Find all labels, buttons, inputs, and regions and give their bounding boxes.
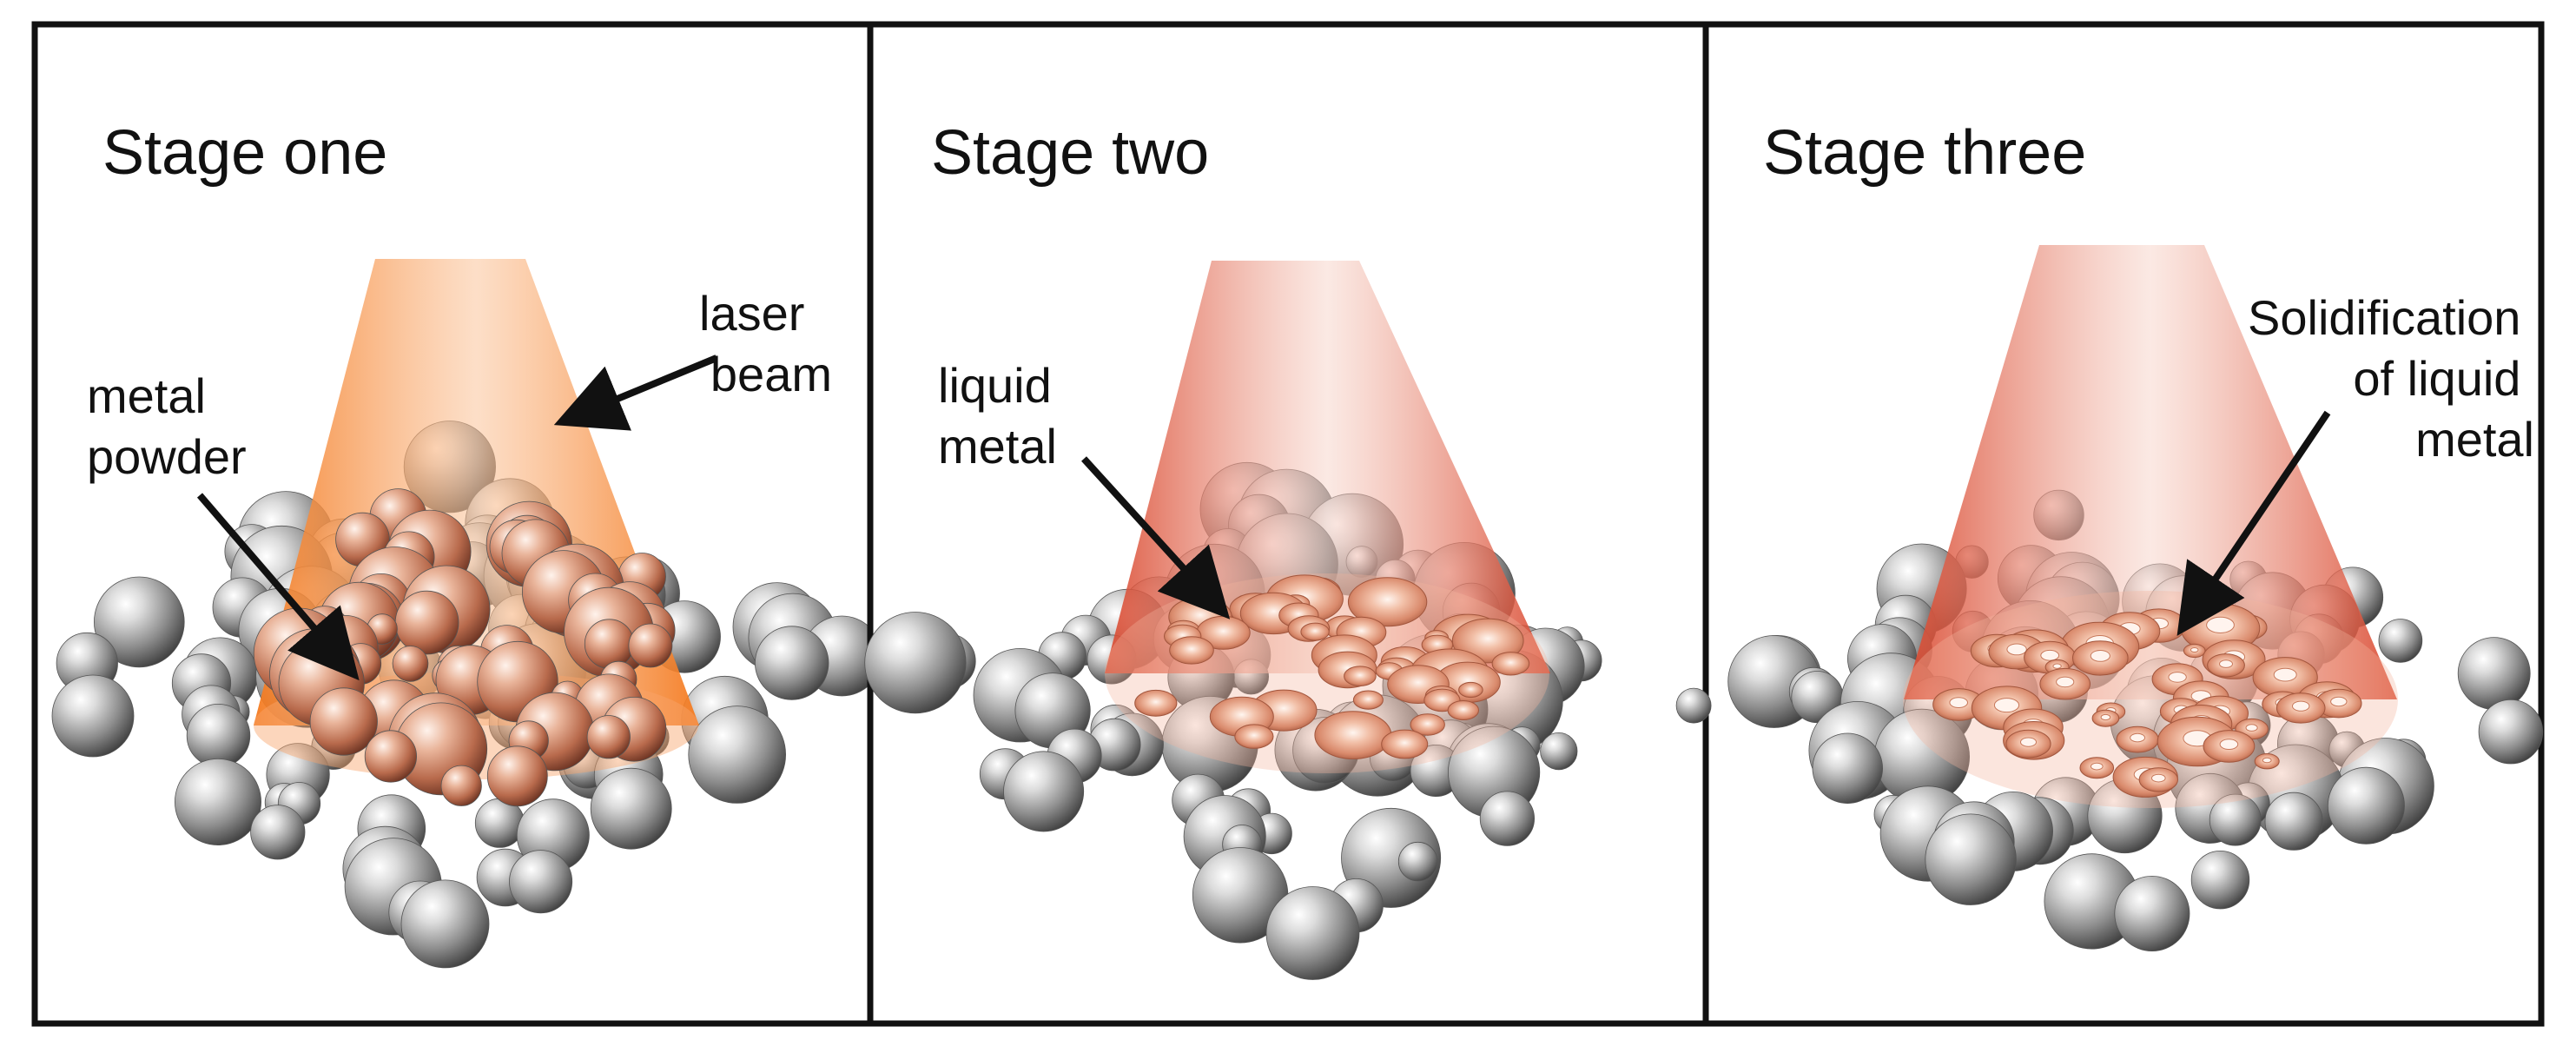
arrow-liquid-metal [1081, 456, 1231, 619]
solid-droplet-highlight [1993, 698, 2020, 713]
annotation-solidification: Solidification of liquid metal [2248, 290, 2534, 467]
metal-particle [94, 576, 185, 668]
solid-droplet-highlight [2151, 773, 2166, 783]
powder-particle [392, 646, 429, 682]
metal-particle [1479, 791, 1536, 846]
annotation-liquid-metal: liquid metal [938, 358, 1065, 474]
solid-droplet-highlight [2020, 737, 2037, 747]
solid-droplet-highlight [2245, 724, 2258, 732]
panel-title: Stage one [102, 118, 387, 188]
metal-droplet [1410, 713, 1445, 736]
metal-droplet [1352, 690, 1384, 710]
solid-droplet-highlight [2056, 676, 2075, 688]
annotation-metal-powder: metal powder [87, 368, 247, 484]
metal-droplet [1169, 636, 1214, 665]
solid-droplet-highlight [2273, 667, 2297, 682]
metal-particle [509, 850, 573, 914]
solid-droplet-highlight [2052, 663, 2062, 669]
metal-droplet [1300, 622, 1330, 641]
solid-droplet-highlight [2091, 762, 2104, 771]
metal-particle [1003, 751, 1085, 832]
metal-droplet [1447, 700, 1480, 720]
solid-droplet-highlight [2262, 757, 2272, 764]
metal-particle [2478, 699, 2544, 765]
annotation-laser-beam: laser beam [699, 286, 832, 401]
metal-droplet [1134, 689, 1178, 717]
metal-particle [2190, 851, 2250, 910]
arrow-metal-powder [196, 493, 360, 681]
powder-particle [364, 730, 417, 783]
solid-droplet-highlight [2206, 616, 2235, 634]
panel-title: Stage three [1763, 118, 2086, 188]
metal-particle [174, 759, 261, 846]
metal-droplet [1458, 681, 1483, 699]
metal-particle [1265, 886, 1360, 980]
metal-particle [2114, 876, 2190, 952]
metal-particle [2457, 637, 2531, 710]
metal-powder-particles [253, 488, 676, 807]
solid-droplet-highlight [2130, 732, 2146, 743]
metal-particle [1812, 732, 1883, 804]
solid-droplet-highlight [2219, 739, 2239, 750]
metal-particle [1925, 813, 2017, 905]
metal-particle [2264, 792, 2323, 851]
powder-particle [486, 745, 548, 807]
powder-particle [394, 590, 459, 655]
metal-particle [688, 706, 786, 804]
metal-particle [1540, 732, 1578, 771]
metal-particle [2378, 619, 2423, 663]
metal-droplet [1381, 729, 1429, 759]
solid-droplet-highlight [2006, 643, 2027, 656]
solid-droplet-highlight [2090, 650, 2110, 662]
metal-droplet [1491, 652, 1530, 676]
arrow-solidification [2176, 410, 2331, 636]
metal-droplet [1314, 711, 1392, 759]
metal-particle [755, 626, 829, 700]
solid-droplet-highlight [1949, 697, 1968, 708]
metal-particle [1675, 687, 1712, 724]
metal-droplet [1451, 618, 1524, 664]
laser-beam [1904, 245, 2397, 699]
metal-particle [864, 612, 967, 714]
metal-particle [400, 879, 490, 969]
metal-particle [1397, 841, 1438, 882]
metal-particle [590, 767, 672, 850]
panel-stage-two: Stage two liquid metal [864, 21, 1709, 1027]
metal-particle [250, 805, 306, 860]
metal-particle [2209, 793, 2262, 846]
powder-particle [309, 687, 378, 756]
powder-particle [628, 623, 673, 668]
solid-droplet-highlight [2219, 659, 2233, 668]
powder-particle [440, 765, 482, 806]
metal-particle [2327, 766, 2405, 845]
solid-droplet-highlight [2168, 672, 2187, 683]
panel-stage-three: Stage three Solidification of liquid met… [1675, 21, 2545, 1027]
liquid-metal-droplets [1134, 574, 1530, 759]
solid-droplet-highlight [2330, 696, 2348, 707]
arrow-laser-beam [553, 354, 718, 431]
metal-droplet [1344, 666, 1377, 687]
metal-particle [186, 704, 251, 768]
metal-droplet [1234, 724, 1274, 749]
solid-droplet-highlight [2040, 649, 2060, 661]
solid-droplet-highlight [2292, 700, 2310, 712]
metal-droplet [1347, 577, 1428, 627]
solid-droplet-highlight [2100, 713, 2111, 721]
panel-stage-one: Stage one laser beam metal powder [31, 21, 882, 1027]
powder-particle [584, 619, 635, 669]
powder-particle [586, 715, 631, 759]
panel-title: Stage two [931, 118, 1209, 188]
metal-particle [51, 674, 135, 758]
solid-droplet-highlight [2190, 647, 2199, 653]
